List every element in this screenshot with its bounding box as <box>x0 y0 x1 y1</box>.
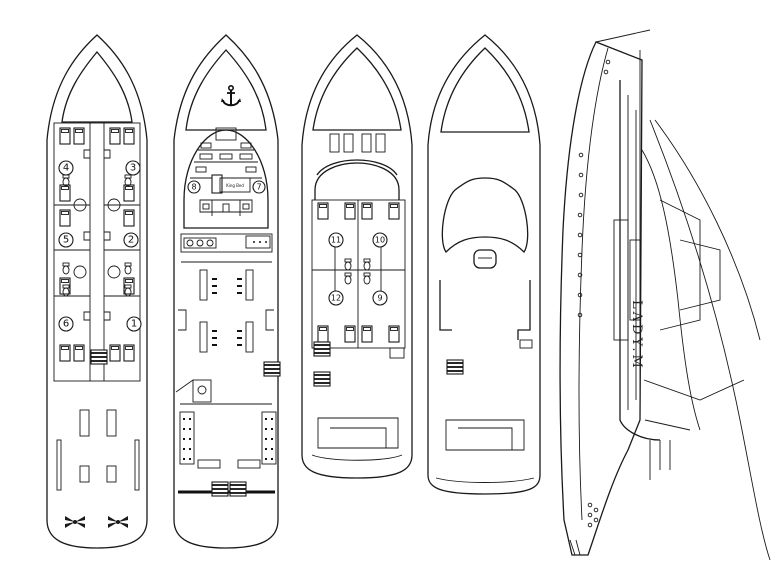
propeller-icon <box>108 516 128 528</box>
lower-deck-cabin-walls <box>54 204 140 297</box>
cabin-marker: 8 <box>187 180 201 194</box>
lower-deck-bow-line <box>61 50 133 123</box>
lower-deck-engine <box>79 409 90 437</box>
yacht-side-profile: LADY.M <box>559 29 771 561</box>
sun-deck <box>427 34 541 495</box>
lower-deck-hull <box>46 34 148 549</box>
svg-text:6: 6 <box>63 319 69 330</box>
cabin-marker: 10 <box>372 232 388 248</box>
lower-deck-cabin-block <box>53 122 141 382</box>
anchor-icon <box>221 85 241 107</box>
lower-deck-engine <box>106 409 117 437</box>
cabin-marker: 3 <box>125 160 141 176</box>
master-suite-outline <box>183 129 269 229</box>
svg-text:7: 7 <box>256 183 261 192</box>
cabin-marker: 2 <box>123 232 139 248</box>
cabin-marker: 11 <box>328 232 344 248</box>
cabin-marker: 1 <box>126 316 142 332</box>
upper-deck-cabin-block <box>311 199 406 349</box>
svg-text:8: 8 <box>191 183 196 192</box>
svg-text:4: 4 <box>63 163 69 174</box>
galley-counter <box>180 233 273 253</box>
aft-seating-port <box>179 411 195 465</box>
cabin-marker: 7 <box>252 180 266 194</box>
profile-hull <box>559 41 643 556</box>
cabin-marker: 9 <box>372 290 388 306</box>
cabin-marker: 5 <box>58 232 74 248</box>
master-bed-label: King Bed <box>226 183 244 188</box>
svg-text:9: 9 <box>377 294 382 303</box>
upper-deck: 11 10 12 9 <box>301 34 413 479</box>
aft-seating-starboard <box>261 411 277 465</box>
main-deck-hull <box>173 34 279 549</box>
sun-deck-hull <box>427 34 541 495</box>
yacht-name-marking: LADY.M <box>629 300 644 371</box>
sun-deck-bridge <box>441 177 529 254</box>
upper-deck-hull <box>301 34 413 479</box>
cabin-marker: 4 <box>58 160 74 176</box>
svg-text:3: 3 <box>130 163 136 174</box>
svg-text:12: 12 <box>331 294 341 303</box>
main-deck: King Bed 8 7 <box>173 34 281 549</box>
propeller-icon <box>65 516 85 528</box>
svg-text:11: 11 <box>331 236 341 245</box>
lower-deck: 4 3 5 2 6 1 <box>46 34 148 549</box>
svg-text:2: 2 <box>128 235 134 246</box>
svg-text:5: 5 <box>63 235 69 246</box>
svg-text:1: 1 <box>131 319 137 330</box>
lower-deck-corridor <box>89 123 105 381</box>
cabin-marker: 6 <box>58 316 74 332</box>
cabin-marker: 12 <box>328 290 344 306</box>
svg-text:10: 10 <box>375 236 385 245</box>
